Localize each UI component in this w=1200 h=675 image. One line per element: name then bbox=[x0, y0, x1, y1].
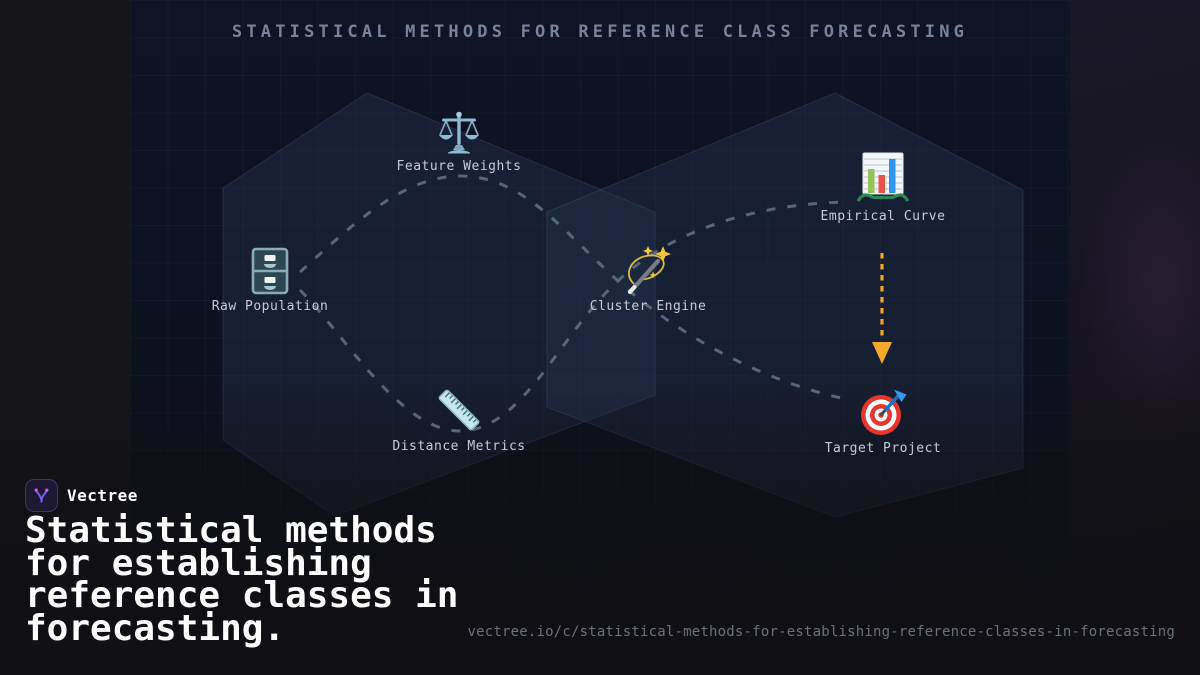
headline: Statistical methods for establishing ref… bbox=[25, 510, 459, 649]
file-cabinet-icon bbox=[248, 240, 292, 296]
node-cluster-engine: Cluster Engine bbox=[548, 240, 748, 314]
node-label: Distance Metrics bbox=[392, 439, 526, 454]
dartboard-icon bbox=[858, 382, 908, 438]
node-label: Feature Weights bbox=[396, 159, 522, 174]
bar-chart-icon bbox=[857, 150, 909, 206]
node-label: Empirical Curve bbox=[820, 209, 946, 224]
node-label: Cluster Engine bbox=[589, 299, 707, 314]
ruler-icon bbox=[433, 380, 485, 436]
brand: Vectree bbox=[25, 479, 138, 512]
node-raw-population: Raw Population bbox=[170, 240, 370, 314]
brand-name: Vectree bbox=[67, 486, 138, 505]
node-target-project: Target Project bbox=[783, 382, 983, 456]
right-edge-strip bbox=[1070, 0, 1200, 675]
node-label: Raw Population bbox=[211, 299, 329, 314]
magic-wand-icon bbox=[622, 240, 674, 296]
node-label: Target Project bbox=[824, 441, 942, 456]
vectree-logo-icon bbox=[25, 479, 58, 512]
page-title: STATISTICAL METHODS FOR REFERENCE CLASS … bbox=[231, 22, 969, 42]
node-feature-weights: Feature Weights bbox=[359, 100, 559, 174]
node-empirical-curve: Empirical Curve bbox=[783, 150, 983, 224]
node-distance-metrics: Distance Metrics bbox=[359, 380, 559, 454]
page-url: vectree.io/c/statistical-methods-for-est… bbox=[467, 624, 1175, 640]
balance-scale-icon bbox=[435, 100, 483, 156]
